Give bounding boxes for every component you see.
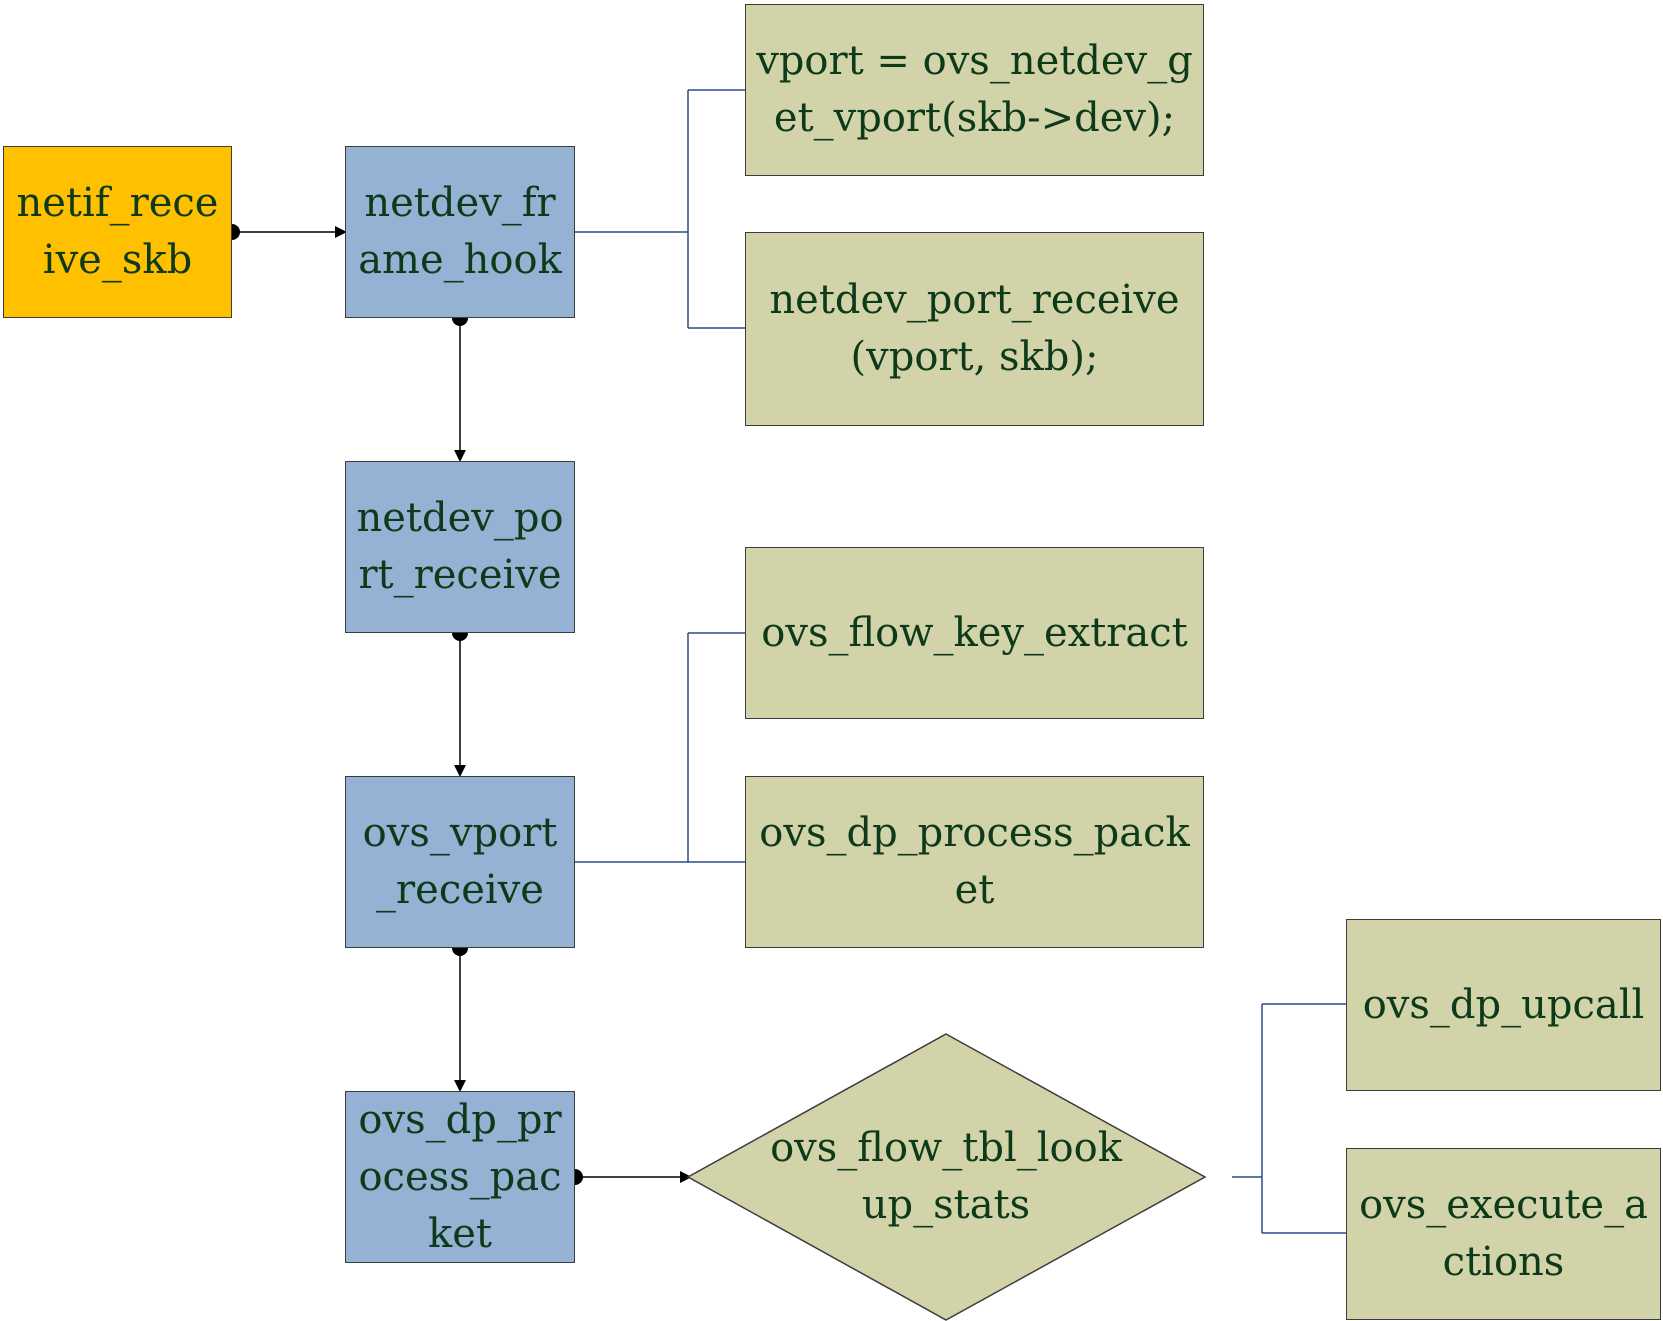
detail-ovs-flow-key-extract: ovs_flow_key_extract [745, 547, 1204, 719]
node-ovs-vport-receive: ovs_vport_receive [345, 776, 575, 948]
connector-frame-hook-details [575, 89, 745, 329]
decision-label: ovs_flow_tbl_lookup_stats [760, 1120, 1132, 1234]
connector-lookup-details [1232, 1003, 1346, 1234]
node-ovs-dp-process-packet: ovs_dp_process_packet [345, 1091, 575, 1263]
detail-label: vport = ovs_netdev_get_vport(skb->dev); [756, 38, 1193, 141]
detail-label: ovs_execute_actions [1359, 1182, 1648, 1285]
node-netdev-port-receive: netdev_port_receive [345, 461, 575, 633]
detail-ovs-dp-process-packet-call: ovs_dp_process_packet [745, 776, 1204, 948]
node-label: netdev_port_receive [356, 495, 564, 598]
detail-label: ovs_dp_upcall [1362, 981, 1645, 1028]
node-label: netdev_frame_hook [358, 180, 562, 283]
node-label: netif_receive_skb [16, 180, 219, 283]
detail-ovs-dp-upcall: ovs_dp_upcall [1346, 919, 1661, 1091]
decision-text: ovs_flow_tbl_lookup_stats [770, 1125, 1122, 1228]
detail-label: ovs_dp_process_packet [759, 810, 1190, 913]
node-label: ovs_dp_process_packet [358, 1096, 562, 1257]
connector-vport-receive-details [575, 632, 745, 863]
detail-label: netdev_port_receive(vport, skb); [769, 277, 1180, 380]
detail-vport-assign: vport = ovs_netdev_get_vport(skb->dev); [745, 4, 1204, 176]
node-netif-receive-skb: netif_receive_skb [3, 146, 232, 318]
detail-label: ovs_flow_key_extract [761, 609, 1188, 656]
node-label: ovs_vport_receive [362, 810, 558, 913]
detail-netdev-port-receive-call: netdev_port_receive(vport, skb); [745, 232, 1204, 426]
node-netdev-frame-hook: netdev_frame_hook [345, 146, 575, 318]
decision-diamond [686, 1033, 1207, 1321]
detail-ovs-execute-actions: ovs_execute_actions [1346, 1148, 1661, 1320]
